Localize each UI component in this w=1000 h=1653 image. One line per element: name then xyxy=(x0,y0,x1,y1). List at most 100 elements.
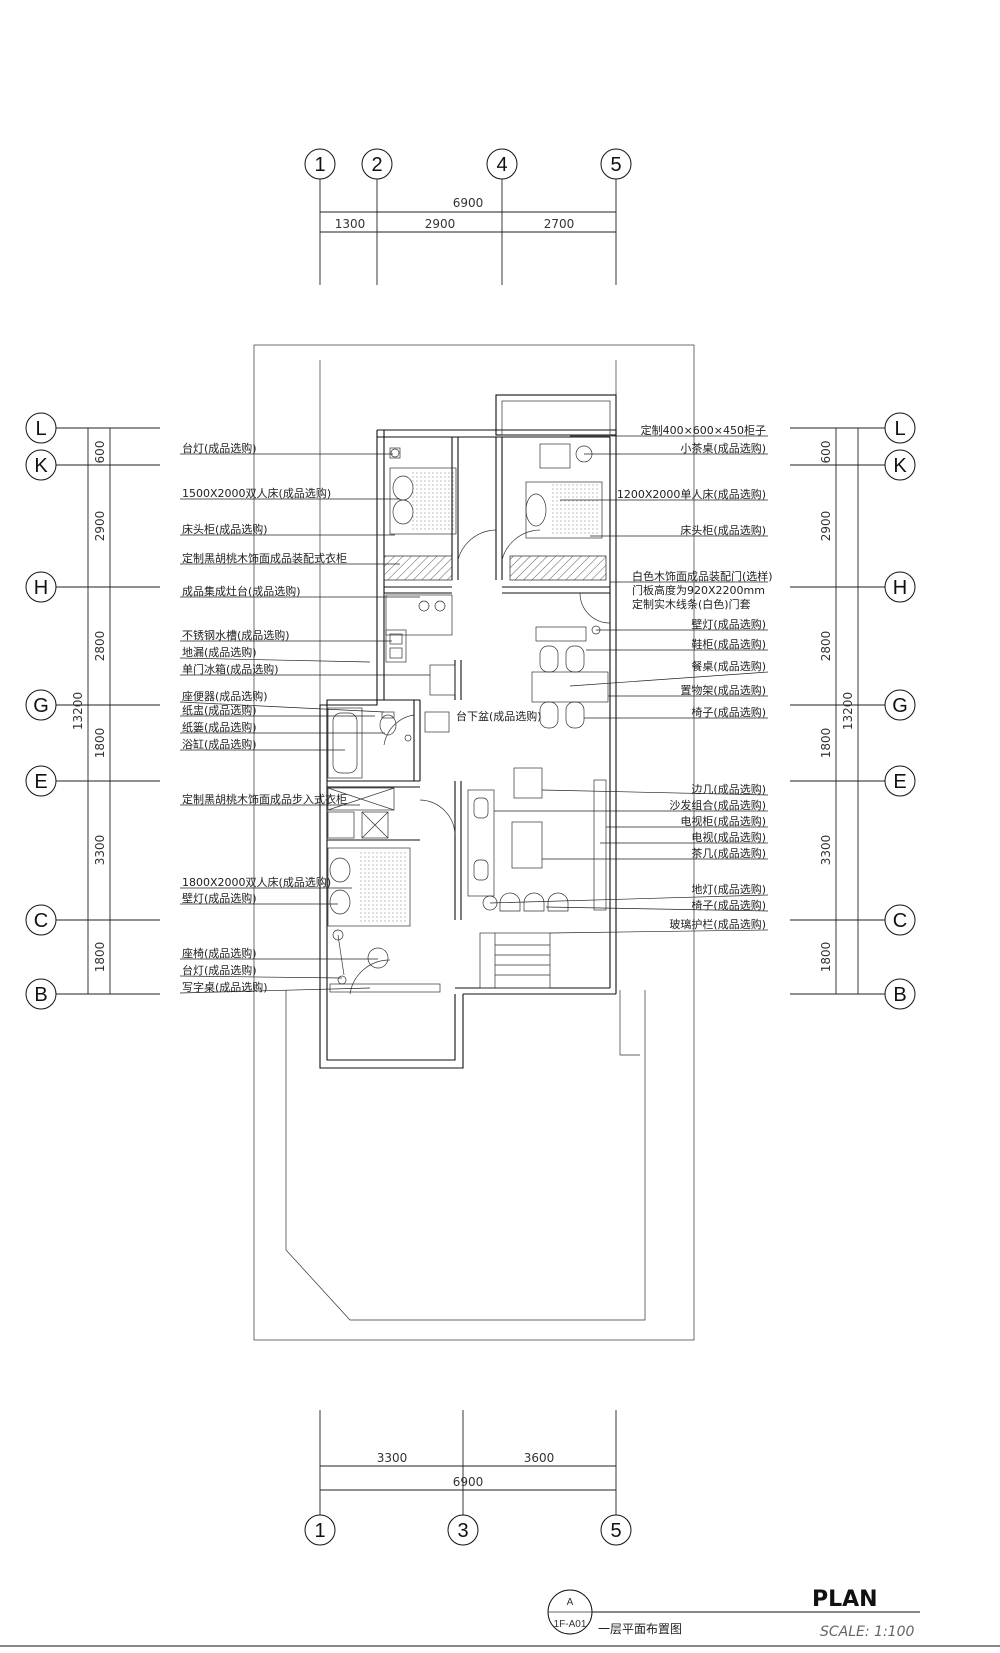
dim-left-seg-5: 3300 xyxy=(93,835,107,866)
drawing-ref-sheet: 1F-A01 xyxy=(554,1619,587,1630)
drawing-ref-letter: A xyxy=(567,1597,574,1608)
label-floor-drain: 地漏(成品选购) xyxy=(182,645,257,659)
sink xyxy=(385,629,407,663)
label-glass-railing: 玻璃护栏(成品选购) xyxy=(669,917,766,931)
label-fridge: 单门冰箱(成品选购) xyxy=(182,662,279,676)
basin xyxy=(424,711,450,733)
label-door-frame: 定制实木线条(白色)门套 xyxy=(632,597,751,611)
svg-text:G: G xyxy=(892,695,908,717)
label-floor-lamp: 地灯(成品选购) xyxy=(691,882,766,896)
toilet xyxy=(379,714,397,736)
right-annotations: 定制400×600×450柜子 小茶桌(成品选购) 1200X2000单人床(成… xyxy=(617,423,773,931)
label-waste-bin: 纸篓(成品选购) xyxy=(182,720,257,734)
sofa xyxy=(467,789,495,897)
svg-text:H: H xyxy=(893,577,907,599)
label-nightstand-1: 床头柜(成品选购) xyxy=(182,522,268,536)
svg-text:3: 3 xyxy=(457,1520,468,1542)
dim-top-seg-2: 2900 xyxy=(425,217,456,231)
axis-bubble-left-K: K xyxy=(25,449,57,481)
dim-right-seg-1: 600 xyxy=(819,441,833,464)
svg-text:2: 2 xyxy=(371,154,382,176)
svg-text:L: L xyxy=(894,418,905,440)
axis-bubble-right-B: B xyxy=(884,978,916,1010)
axis-bubble-bottom-3: 3 xyxy=(447,1514,479,1546)
scale-label: SCALE: 1:100 xyxy=(820,1624,914,1640)
axis-bubble-bottom-5: 5 xyxy=(600,1514,632,1546)
label-tv: 电视(成品选购) xyxy=(691,830,766,844)
svg-text:B: B xyxy=(34,984,47,1006)
label-steel-sink: 不锈钢水槽(成品选购) xyxy=(182,628,290,642)
svg-text:5: 5 xyxy=(610,1520,621,1542)
dim-right-seg-3: 2800 xyxy=(819,631,833,662)
axis-bubble-right-E: E xyxy=(884,765,916,797)
dim-left-overall: 13200 xyxy=(71,692,85,730)
axis-bubble-bottom-1: 1 xyxy=(304,1514,336,1546)
top-dimension-block: 6900 1300 2900 2700 1 2 4 5 xyxy=(304,148,632,285)
svg-text:1: 1 xyxy=(314,154,325,176)
label-table-lamp-2: 台灯(成品选购) xyxy=(182,963,257,977)
dim-top-overall: 6900 xyxy=(453,196,484,210)
label-bathtub: 浴缸(成品选购) xyxy=(182,737,257,751)
left-annotations: 台灯(成品选购) 1500X2000双人床(成品选购) 床头柜(成品选购) 定制… xyxy=(182,441,347,994)
axis-bubble-left-E: E xyxy=(25,765,57,797)
svg-text:C: C xyxy=(34,910,48,932)
walk-in-closet xyxy=(327,787,395,839)
table-lamp-icon xyxy=(337,975,347,985)
svg-text:5: 5 xyxy=(610,154,621,176)
svg-text:K: K xyxy=(893,455,907,477)
tea-table xyxy=(539,443,571,469)
axis-bubble-top-5: 5 xyxy=(600,148,632,180)
label-tissue-box: 纸盅(成品选购) xyxy=(182,703,257,717)
label-shoe-cabinet: 鞋柜(成品选购) xyxy=(691,637,766,651)
dim-left-seg-2: 2900 xyxy=(93,511,107,542)
fridge xyxy=(429,664,456,696)
label-nightstand-2: 床头柜(成品选购) xyxy=(680,523,766,537)
axis-bubble-left-H: H xyxy=(25,571,57,603)
left-axis-block: 600 2900 2800 1800 3300 1800 13200 L K H… xyxy=(25,412,160,1010)
axis-bubble-top-4: 4 xyxy=(486,148,518,180)
label-shelf: 置物架(成品选购) xyxy=(680,683,766,697)
label-sofa-set: 沙发组合(成品选购) xyxy=(669,798,766,812)
axis-bubble-left-L: L xyxy=(25,412,57,444)
svg-text:B: B xyxy=(893,984,906,1006)
label-door-size: 门板高度为920X2200mm xyxy=(632,583,765,597)
label-double-bed-1800: 1800X2000双人床(成品选购) xyxy=(182,875,331,889)
svg-text:E: E xyxy=(893,771,906,793)
dim-right-overall: 13200 xyxy=(841,692,855,730)
axis-bubble-right-G: G xyxy=(884,689,916,721)
svg-text:G: G xyxy=(33,695,49,717)
stove-burner-icon xyxy=(434,600,446,612)
axis-bubble-right-L: L xyxy=(884,412,916,444)
label-coffee-table: 茶几(成品选购) xyxy=(691,846,766,860)
dim-top-seg-3: 2700 xyxy=(544,217,575,231)
living-room xyxy=(467,767,607,912)
side-table xyxy=(513,767,543,799)
label-wall-lamp-1: 壁灯(成品选购) xyxy=(182,891,257,905)
dim-right-seg-2: 2900 xyxy=(819,511,833,542)
dining-table xyxy=(531,671,609,703)
label-armchair: 座椅(成品选购) xyxy=(182,946,257,960)
label-double-bed-1500: 1500X2000双人床(成品选购) xyxy=(182,486,331,500)
svg-text:4: 4 xyxy=(496,154,507,176)
table-lamp-icon xyxy=(390,448,400,458)
bedroom-upper-left xyxy=(383,447,457,581)
dim-left-seg-4: 1800 xyxy=(93,728,107,759)
label-writing-desk: 写字桌(成品选购) xyxy=(182,980,268,994)
bottom-dimension-block: 3300 3600 6900 1 3 5 xyxy=(304,1410,632,1546)
label-chair-1: 椅子(成品选购) xyxy=(691,705,766,719)
label-tv-cabinet: 电视柜(成品选购) xyxy=(680,814,766,828)
svg-text:E: E xyxy=(34,771,47,793)
bedroom-upper-right xyxy=(509,443,607,581)
dim-left-seg-3: 2800 xyxy=(93,631,107,662)
plan-heading: PLAN xyxy=(812,1587,878,1612)
dim-top-seg-1: 1300 xyxy=(335,217,366,231)
double-bed-1500 xyxy=(389,467,457,535)
svg-text:L: L xyxy=(35,418,46,440)
axis-bubble-left-C: C xyxy=(25,904,57,936)
dining xyxy=(531,625,609,729)
dim-left-seg-1: 600 xyxy=(93,441,107,464)
axis-bubble-right-K: K xyxy=(884,449,916,481)
axis-bubble-right-H: H xyxy=(884,571,916,603)
dim-bottom-seg-1: 3300 xyxy=(377,1451,408,1465)
